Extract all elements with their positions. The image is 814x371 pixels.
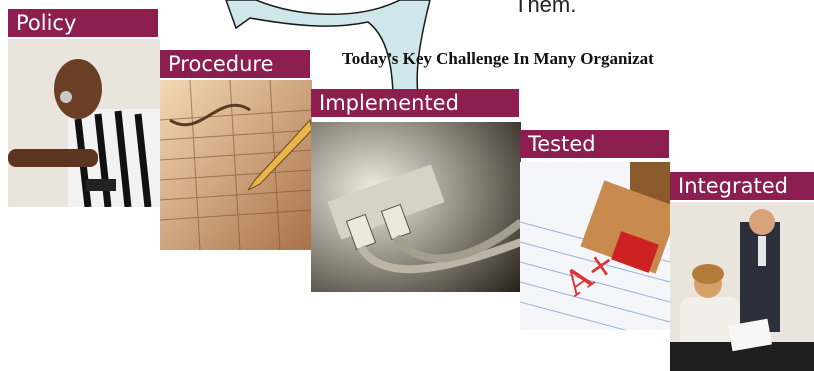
spreadsheet-with-pencil-photo xyxy=(160,80,312,250)
step-label-integrated: Integrated xyxy=(670,172,814,200)
top-text: Them. xyxy=(514,0,577,17)
subtitle-challenge: Today’s Key Challenge In Many Organizat xyxy=(342,49,654,68)
step-label-procedure: Procedure xyxy=(160,50,310,78)
business-meeting-photo xyxy=(670,202,814,371)
step-label-tested: Tested xyxy=(520,130,669,158)
network-cables-photo xyxy=(311,122,521,292)
step-label-implemented: Implemented xyxy=(311,89,519,117)
referee-blowing-whistle-photo xyxy=(8,39,160,207)
a-plus-stamp-photo: A+ xyxy=(520,162,670,330)
step-label-policy: Policy xyxy=(8,9,158,37)
